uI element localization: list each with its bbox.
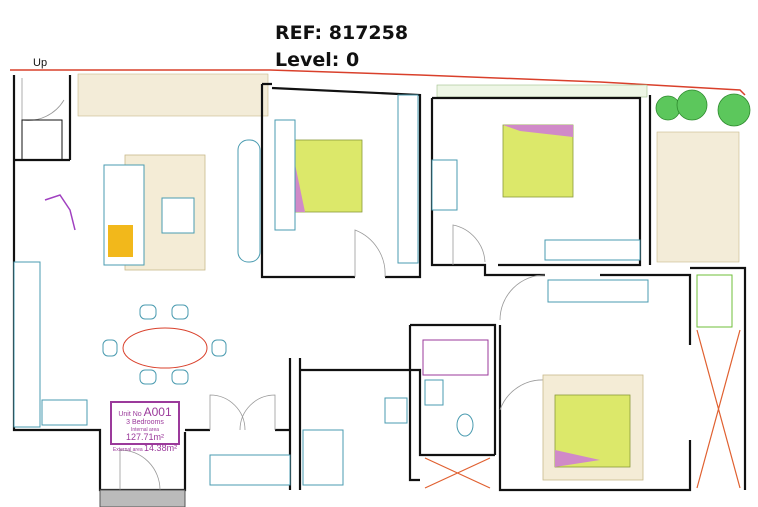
- wardrobe-2: [544, 239, 641, 261]
- bathtub: [422, 339, 489, 376]
- cushion: [108, 225, 133, 257]
- stair-up-label: Up: [33, 57, 48, 69]
- external-area-label: External area: [112, 447, 143, 453]
- entrance-step: [99, 489, 186, 507]
- stair: [21, 119, 63, 161]
- terrace-north: [77, 73, 269, 117]
- unit-number: A001: [143, 405, 172, 419]
- bed-2: [502, 124, 574, 198]
- internal-area-label: Internal area: [130, 427, 160, 433]
- kitchen-sink: [41, 399, 88, 426]
- dining-chair: [102, 304, 227, 385]
- bed-2-throw: [503, 125, 573, 137]
- kitchen-counter: [13, 261, 41, 428]
- basin: [384, 397, 408, 424]
- unit-prefix: Unit No: [118, 411, 142, 418]
- person-figure-icon: [44, 194, 76, 231]
- internal-area-value: 127.71m²: [125, 432, 165, 442]
- external-area-value: 14.38m²: [144, 443, 178, 453]
- wardrobe-3: [547, 279, 649, 303]
- planter: [436, 84, 648, 98]
- sideboard: [237, 139, 261, 263]
- terrace-east: [656, 131, 740, 263]
- unit-info-box: Unit No A001 3 Bedrooms Internal area 12…: [110, 401, 180, 453]
- reference-number: REF: 817258: [275, 22, 409, 44]
- level-label: Level: 0: [275, 49, 360, 71]
- basin-2: [424, 379, 444, 406]
- shower-east: [696, 274, 733, 328]
- coffee-table: [161, 197, 195, 234]
- toilet: [456, 413, 474, 437]
- shower: [302, 429, 344, 486]
- wardrobe-1: [397, 94, 419, 264]
- dining-table: [122, 327, 208, 369]
- site-boundary-line: [10, 69, 746, 96]
- void-cross-east: [696, 329, 741, 489]
- plant-icon: [655, 89, 751, 127]
- bedside-unit: [274, 119, 296, 231]
- bed-3-throw: [555, 450, 600, 467]
- utility-counter: [209, 454, 291, 486]
- void-cross: [424, 457, 491, 489]
- desk: [431, 159, 458, 211]
- bedroom-count: 3 Bedrooms: [126, 419, 164, 426]
